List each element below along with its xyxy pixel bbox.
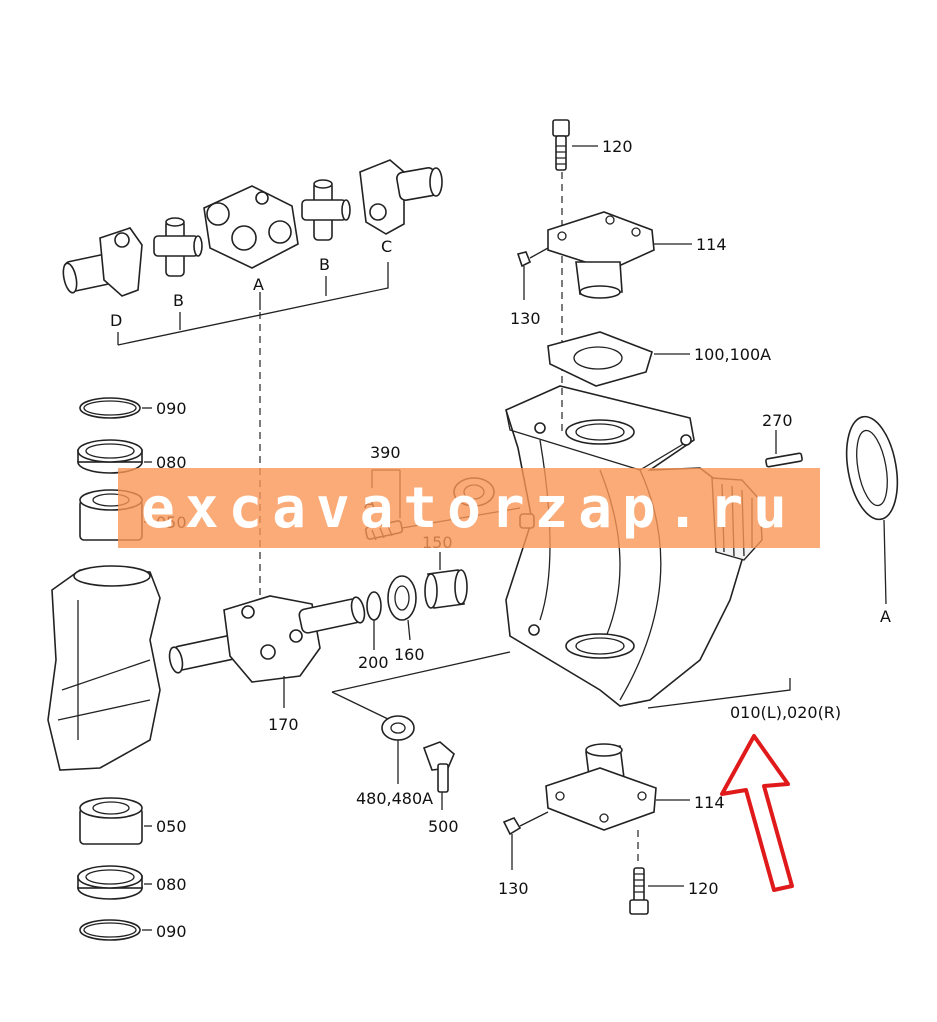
washer-160 (387, 575, 417, 621)
red-arrow-up-icon (720, 734, 794, 892)
center-yoke-a (203, 185, 299, 269)
label-080-top: 080 (156, 453, 187, 472)
label-100: 100,100A (694, 345, 771, 364)
snap-ring-090-top (79, 397, 141, 419)
spider-b-left (153, 217, 203, 277)
label-114-top: 114 (696, 235, 727, 254)
label-114-bottom: 114 (694, 793, 725, 812)
grease-fitting-130-top (516, 251, 532, 268)
watermark-banner: excavatorzap.ru (118, 468, 820, 548)
label-120-top: 120 (602, 137, 633, 156)
label-a-top: A (253, 275, 264, 294)
label-010-020: 010(L),020(R) (730, 703, 841, 722)
cap-114-top (547, 211, 655, 299)
label-080-bottom: 080 (156, 875, 187, 894)
label-130-top: 130 (510, 309, 541, 328)
shim-100 (547, 331, 653, 387)
bolt-120-top (552, 119, 570, 171)
label-390: 390 (370, 443, 401, 462)
bolt-500 (422, 741, 455, 793)
label-a-right: A (880, 607, 891, 626)
spider-b-right (301, 179, 351, 241)
label-b-right: B (319, 255, 330, 274)
label-b-left: B (173, 291, 184, 310)
snap-ring-200 (366, 591, 382, 621)
label-170: 170 (268, 715, 299, 734)
label-500: 500 (428, 817, 459, 836)
housing-left (47, 565, 161, 771)
label-120-bottom: 120 (688, 879, 719, 898)
yoke-c (359, 159, 443, 235)
stud-270 (765, 452, 803, 468)
snap-ring-090-bottom (79, 919, 141, 941)
grease-fitting-130-bottom (502, 817, 522, 836)
label-090-bottom: 090 (156, 922, 187, 941)
label-160: 160 (394, 645, 425, 664)
label-090-top: 090 (156, 399, 187, 418)
label-480: 480,480A (356, 789, 433, 808)
label-200: 200 (358, 653, 389, 672)
bearing-050-bottom (79, 797, 143, 845)
cap-114-bottom (545, 743, 657, 831)
joint-170 (168, 595, 366, 683)
label-270: 270 (762, 411, 793, 430)
label-d: D (110, 311, 122, 330)
label-c: C (381, 237, 392, 256)
label-130-bottom: 130 (498, 879, 529, 898)
bushing-150 (424, 569, 468, 609)
lock-ring (845, 415, 899, 521)
seal-080-top (77, 439, 143, 474)
seal-080-bottom (77, 865, 143, 900)
bolt-120-bottom (629, 867, 649, 915)
label-050-bottom: 050 (156, 817, 187, 836)
washer-480 (381, 715, 415, 741)
yoke-d (62, 227, 143, 297)
